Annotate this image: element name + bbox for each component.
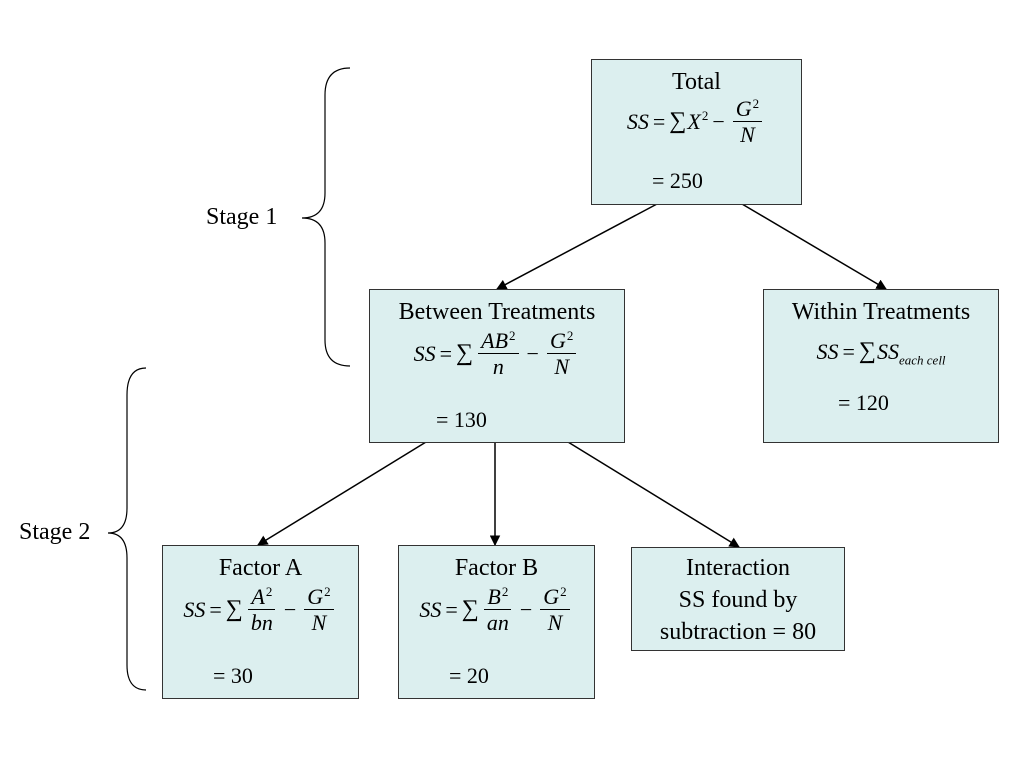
stage-1-label: Stage 1: [206, 204, 278, 230]
within-treatments-formula: SS=∑SSeach cell: [816, 338, 946, 367]
interaction-line-1: Interaction: [686, 555, 790, 581]
stage-2-brace: [107, 367, 147, 691]
arrow-between-to-interaction: [567, 441, 740, 548]
interaction-line-2: SS found by: [678, 587, 798, 613]
arrow-between-to-factor-a: [257, 441, 427, 546]
within-treatments-result: = 120: [838, 390, 889, 415]
within-treatments-subscript: each cell: [898, 351, 946, 367]
interaction-line-3: subtraction = 80: [659, 619, 817, 645]
arrow-total-to-within: [741, 203, 887, 290]
stage-2-label: Stage 2: [19, 519, 91, 545]
within-treatments-box: Within Treatments SS=∑SSeach cell = 120: [763, 289, 999, 443]
interaction-box: Interaction SS found by subtraction = 80: [631, 547, 845, 651]
within-treatments-title: Within Treatments: [791, 299, 971, 325]
factor-a-title: Factor A: [218, 555, 303, 581]
between-treatments-title: Between Treatments: [398, 299, 596, 325]
stage-1-brace: [301, 67, 351, 367]
arrow-total-to-between: [496, 203, 658, 290]
factor-b-result: = 20: [449, 663, 489, 688]
factor-a-result: = 30: [213, 663, 253, 688]
factor-b-title: Factor B: [454, 555, 539, 581]
between-treatments-result: = 130: [436, 407, 487, 432]
total-title: Total: [672, 69, 721, 95]
total-result: = 250: [652, 168, 703, 193]
